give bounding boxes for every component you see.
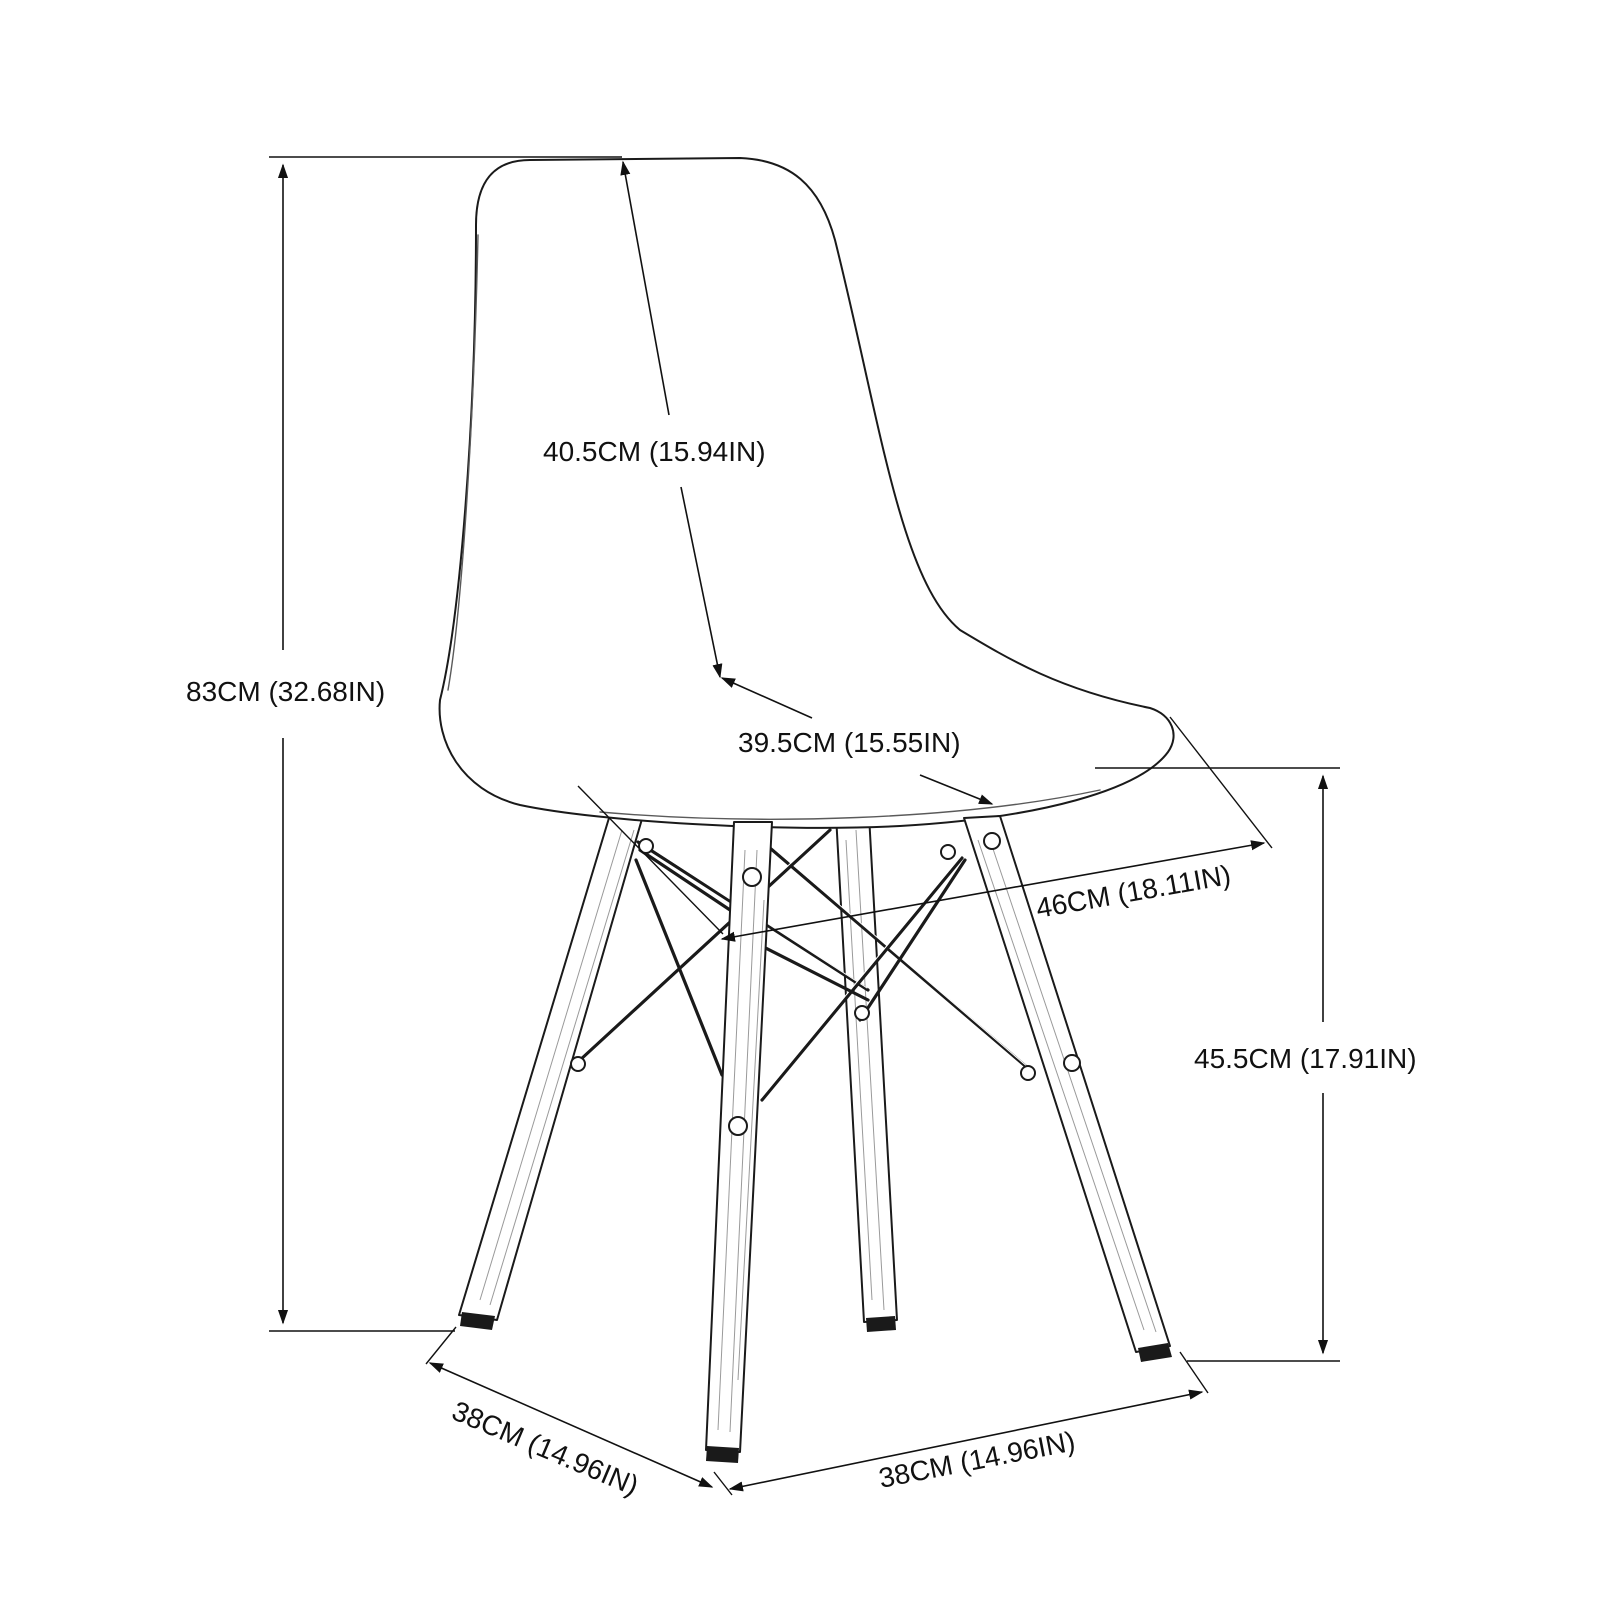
extension-line (1169, 716, 1273, 849)
eiffel-steel-base (570, 827, 1036, 1102)
chair-leg-back-right (835, 814, 898, 1332)
seat-height-label: 45.5CM (17.91IN) (1194, 1043, 1417, 1074)
extension-line (425, 1326, 457, 1365)
dimension-arrow (428, 1362, 714, 1488)
dimension-arrow (680, 486, 723, 679)
dimension-arrow (728, 1389, 1204, 1492)
seat-shell (438, 157, 1175, 829)
dimension-arrow (620, 160, 670, 416)
extension-line (577, 785, 724, 935)
extension-line (1179, 1351, 1209, 1394)
chair-leg-front-left (705, 821, 773, 1463)
dimension-arrow (720, 677, 813, 719)
dimension-arrow (720, 840, 1266, 942)
chair-leg-front-right (963, 815, 1172, 1362)
dimension-arrow (919, 774, 994, 805)
total-height-label: 83CM (32.68IN) (186, 676, 385, 707)
chair-illustration (438, 157, 1175, 1463)
backrest-height-label: 40.5CM (15.94IN) (543, 436, 766, 467)
chair-leg-back-left (458, 807, 645, 1330)
extension-line (713, 1471, 733, 1496)
base-depth-label: 38CM (14.96IN) (448, 1395, 643, 1501)
seat-width-label: 46CM (18.11IN) (1034, 859, 1233, 924)
seat-depth-label: 39.5CM (15.55IN) (738, 727, 961, 758)
dimension-lines (269, 156, 1340, 1496)
base-width-label: 38CM (14.96IN) (876, 1425, 1077, 1493)
